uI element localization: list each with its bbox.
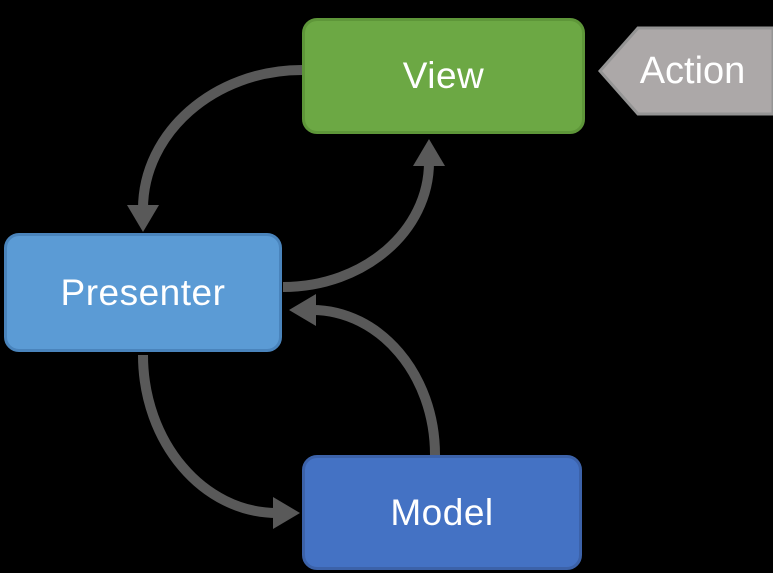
- arrow-presenter-to-view: [282, 139, 445, 292]
- arrow-view-to-presenter: [127, 65, 303, 232]
- node-view: View: [302, 18, 585, 134]
- view-label: View: [402, 55, 485, 96]
- action-callout: Action: [612, 28, 773, 114]
- presenter-label: Presenter: [60, 271, 226, 313]
- action-arrow-shape: [597, 26, 773, 116]
- action-label: Action: [639, 49, 746, 92]
- node-model: Model: [302, 455, 582, 570]
- model-label: Model: [390, 491, 494, 533]
- arrow-presenter-to-model: [138, 354, 300, 529]
- node-presenter: Presenter: [4, 233, 282, 352]
- arrow-model-to-presenter: [289, 294, 440, 456]
